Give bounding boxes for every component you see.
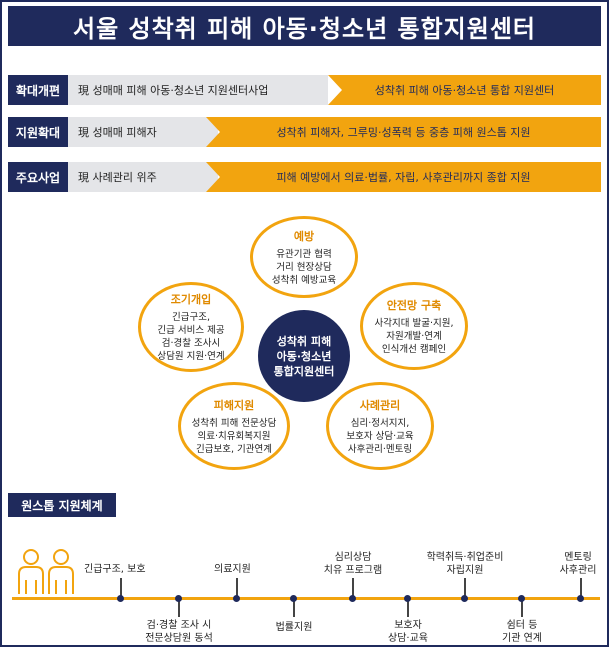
hub-center-line: 통합지원센터 [273,364,335,378]
timeline-line [12,597,600,600]
node-line: 성착취 예방교육 [271,274,337,286]
row-after: 성착취 피해 아동·청소년 통합 지원센터 [328,75,601,105]
hub-center-line: 아동·청소년 [276,349,332,363]
step-line: 의료지원 [214,564,251,575]
row-before: 現 사례관리 위주 [68,162,218,192]
timeline-dot [349,595,356,602]
node-line: 자원개발·연계 [386,330,442,342]
step-line: 검·경찰 조사 시 [146,620,212,631]
step-line: 상담·교육 [388,633,428,644]
node-head: 조기개입 [170,293,212,306]
timeline-tick [293,601,295,617]
step-line: 전문상담원 동석 [145,633,213,644]
hub-center-line: 성착취 피해 [276,334,332,348]
page-title: 서울 성착취 피해 아동·청소년 통합지원센터 [8,6,601,46]
row-after: 피해 예방에서 의료·법률, 자립, 사후관리까지 종합 지원 [206,162,601,192]
hub-node-prevention: 예방 유관기관 협력 거리 현장상담 성착취 예방교육 [250,216,358,298]
timeline-step: 긴급구조, 보호 [84,563,146,576]
row-label: 주요사업 [8,162,68,192]
timeline-tick [521,601,523,617]
timeline-dot [175,595,182,602]
node-head: 예방 [293,229,315,243]
timeline-dot [577,595,584,602]
hub-node-early-intervention: 조기개입 긴급구조, 긴급 서비스 제공 검·경찰 조사시 상담원 지원·연계 [138,282,244,372]
step-line: 치유 프로그램 [323,565,383,576]
step-line: 기관 연계 [502,633,542,644]
node-head: 피해지원 [213,398,255,412]
node-line: 심리·정서지지, [350,417,410,429]
hub-node-safety-net: 안전망 구축 사각지대 발굴·지원, 자원개발·연계 인식개선 캠페인 [360,282,468,370]
info-row-support: 지원확대 現 성매매 피해자 성착취 피해자, 그루밍·성폭력 등 중층 피해 … [8,117,601,147]
timeline-step: 의료지원 [214,563,251,576]
node-line: 의료·치유회복지원 [197,430,271,442]
timeline-dot [518,595,525,602]
timeline-dot [233,595,240,602]
node-line: 유관기관 협력 [276,248,332,260]
timeline-dot [461,595,468,602]
step-line: 자립지원 [446,565,484,576]
row-label: 지원확대 [8,117,68,147]
step-line: 보호자 [394,620,422,631]
node-line: 성착취 피해 전문상담 [191,417,277,429]
node-line: 긴급보호, 기관연계 [196,443,272,455]
row-after: 성착취 피해자, 그루밍·성폭력 등 중층 피해 원스톱 지원 [206,117,601,147]
timeline-dot [404,595,411,602]
row-before: 現 성매매 피해자 [68,117,218,147]
node-line: 긴급 서비스 제공 [157,325,225,336]
timeline-tick [120,578,122,596]
timeline-tick [407,601,409,617]
node-line: 사각지대 발굴·지원, [374,317,454,329]
timeline-tick [352,578,354,596]
node-line: 긴급구조, [172,312,210,323]
row-label: 확대개편 [8,75,68,105]
info-row-expansion: 확대개편 現 성매매 피해 아동·청소년 지원센터사업 성착취 피해 아동·청소… [8,75,601,105]
node-head: 안전망 구축 [386,298,442,312]
step-line: 쉼터 등 [506,620,538,631]
node-line: 사후관리·멘토링 [347,443,413,455]
hub-center: 성착취 피해 아동·청소년 통합지원센터 [258,310,350,402]
timeline-tick [580,578,582,596]
step-line: 학력취득·취업준비 [426,552,504,563]
node-head: 사례관리 [359,398,401,412]
section-title-one-stop: 원스톱 지원체계 [8,493,116,517]
hub-node-case-management: 사례관리 심리·정서지지, 보호자 상담·교육 사후관리·멘토링 [326,382,434,470]
timeline-step: 법률지원 [268,621,320,634]
info-row-main-business: 주요사업 現 사례관리 위주 피해 예방에서 의료·법률, 자립, 사후관리까지… [8,162,601,192]
timeline-tick [236,578,238,596]
node-line: 상담원 지원·연계 [157,351,225,362]
timeline-tick [178,601,180,617]
hub-node-victim-support: 피해지원 성착취 피해 전문상담 의료·치유회복지원 긴급보호, 기관연계 [178,382,290,470]
step-line: 긴급구조, 보호 [84,564,146,575]
step-line: 심리상담 [334,552,372,563]
row-before: 現 성매매 피해 아동·청소년 지원센터사업 [68,75,328,105]
step-line: 멘토링 [564,552,592,563]
two-people-icon [18,549,74,594]
node-line: 검·경찰 조사시 [161,338,221,349]
step-line: 법률지원 [275,622,313,633]
node-line: 거리 현장상담 [276,261,332,273]
timeline-dot [290,595,297,602]
timeline-dot [117,595,124,602]
node-line: 인식개선 캠페인 [381,343,447,355]
node-line: 보호자 상담·교육 [346,430,414,442]
timeline-tick [464,578,466,596]
step-line: 사후관리 [559,565,597,576]
